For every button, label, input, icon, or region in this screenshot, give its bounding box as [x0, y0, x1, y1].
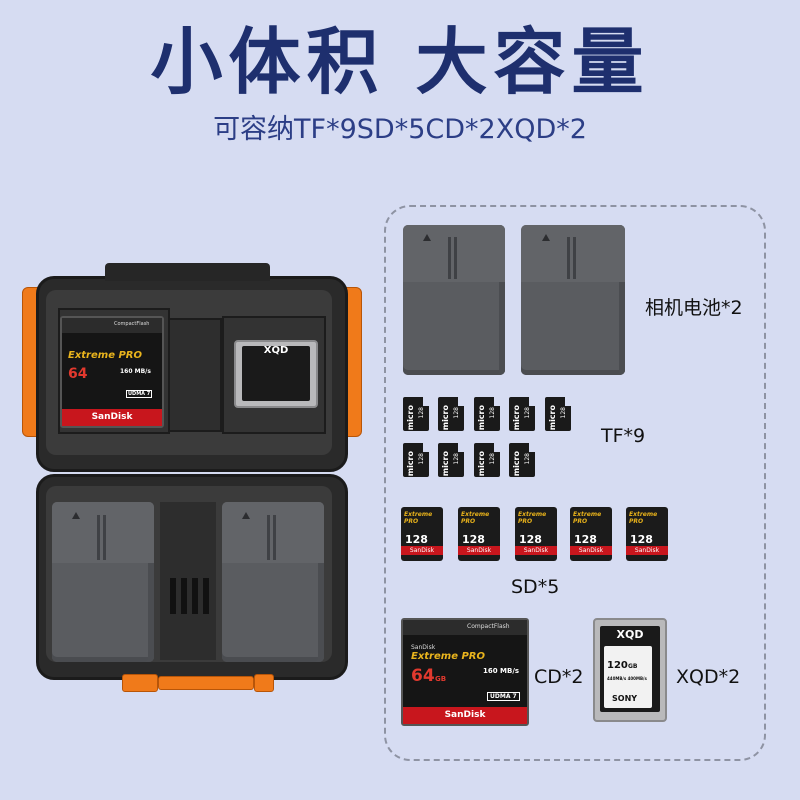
tf-slot-3	[192, 578, 198, 614]
cf-maker: SanDisk	[444, 710, 486, 721]
sd-maker: SanDisk	[409, 547, 435, 554]
sd-maker: SanDisk	[523, 547, 549, 554]
sd-label: SD*5	[511, 576, 560, 598]
xqd-capacity: 120	[607, 660, 628, 671]
xqd-card: XQD 120 GB 440MB/s 400MB/s SONY	[593, 618, 667, 722]
cf-line-text: Extreme PRO	[68, 350, 142, 361]
tf-card-capacity: 128	[489, 453, 496, 465]
sd-capacity: 128	[405, 533, 428, 546]
sd-brand: Extreme PRO	[404, 511, 433, 525]
tf-card-text: micro	[406, 405, 415, 431]
capacity-panel	[384, 205, 766, 761]
sd-capacity: 128	[462, 533, 485, 546]
bottom-hinge-end	[254, 674, 274, 692]
cf-top-text: CompactFlash	[467, 623, 510, 630]
xqd-logo: XQD	[616, 628, 644, 641]
tf-card-capacity: 128	[560, 407, 567, 419]
lid-clip	[105, 263, 270, 281]
xqd-label-sticker: 120 GB 440MB/s 400MB/s SONY	[604, 646, 652, 708]
tf-card-capacity: 128	[453, 453, 460, 465]
cf-capacity: 64	[68, 366, 88, 382]
case-xqd-card: XQD	[234, 340, 318, 408]
xqd-capacity-unit: GB	[628, 663, 638, 670]
bottom-hinge-right	[158, 676, 254, 690]
cf-sandisk-small: SanDisk	[411, 644, 436, 651]
tf-card-capacity: 128	[524, 453, 531, 465]
sd-capacity: 128	[630, 533, 653, 546]
battery-label: 相机电池*2	[645, 297, 743, 319]
cf-udma: UDMA 7	[487, 692, 520, 701]
xqd-maker: SONY	[612, 694, 638, 703]
tf-card-capacity: 128	[418, 407, 425, 419]
sd-capacity: 128	[574, 533, 597, 546]
cf-line-text: Extreme PRO	[411, 651, 485, 662]
middle-slot	[168, 318, 222, 432]
tf-card-text: micro	[441, 451, 450, 477]
cf-speed: 160 MB/s	[483, 667, 520, 675]
cf-speed: 160 MB/s	[120, 368, 151, 375]
cd-label: CD*2	[534, 666, 584, 688]
cf-top-text: CompactFlash	[114, 321, 150, 327]
tf-slot-2	[181, 578, 187, 614]
sd-maker: SanDisk	[634, 547, 660, 554]
camera-battery-1	[403, 225, 505, 375]
tf-card-capacity: 128	[489, 407, 496, 419]
tf-card-text: micro	[406, 451, 415, 477]
tf-card-text: micro	[441, 405, 450, 431]
page-subtitle: 可容纳TF*9SD*5CD*2XQD*2	[213, 114, 587, 145]
sd-maker: SanDisk	[466, 547, 492, 554]
cf-udma: UDMA 7	[126, 390, 153, 398]
case-battery-left	[52, 502, 154, 662]
case-cf-card: CompactFlash Extreme PRO 64 160 MB/s UDM…	[60, 316, 164, 428]
sd-brand: Extreme PRO	[518, 511, 547, 525]
xqd-speed: 440MB/s 400MB/s	[607, 676, 647, 681]
sd-maker: SanDisk	[578, 547, 604, 554]
tf-card-text: micro	[512, 451, 521, 477]
tf-card-text: micro	[477, 405, 486, 431]
camera-battery-2	[521, 225, 625, 375]
cf-red-band	[62, 408, 162, 426]
cf-capacity: 64	[411, 666, 435, 686]
sd-capacity: 128	[519, 533, 542, 546]
cf-maker: SanDisk	[91, 411, 133, 422]
cf-card: CompactFlash SanDisk Extreme PRO 64 GB 1…	[401, 618, 529, 726]
sd-brand: Extreme PRO	[573, 511, 602, 525]
tf-card-text: micro	[512, 405, 521, 431]
tf-card-text: micro	[548, 405, 557, 431]
tf-slot-1	[170, 578, 176, 614]
sd-brand: Extreme PRO	[629, 511, 658, 525]
tf-card-capacity: 128	[524, 407, 531, 419]
tf-card-capacity: 128	[453, 407, 460, 419]
bottom-hinge-left	[122, 674, 158, 692]
tf-slot-4	[203, 578, 209, 614]
xqd-label: XQD*2	[676, 666, 741, 688]
sd-brand: Extreme PRO	[461, 511, 490, 525]
tf-card-capacity: 128	[418, 453, 425, 465]
cf-capacity-unit: GB	[435, 675, 447, 683]
case-xqd-logo: XQD	[263, 345, 289, 356]
tf-card-text: micro	[477, 451, 486, 477]
page-title: 小体积 大容量	[150, 20, 650, 104]
cf-red-band	[403, 707, 527, 724]
case-battery-right	[222, 502, 324, 662]
tf-label: TF*9	[601, 425, 646, 447]
